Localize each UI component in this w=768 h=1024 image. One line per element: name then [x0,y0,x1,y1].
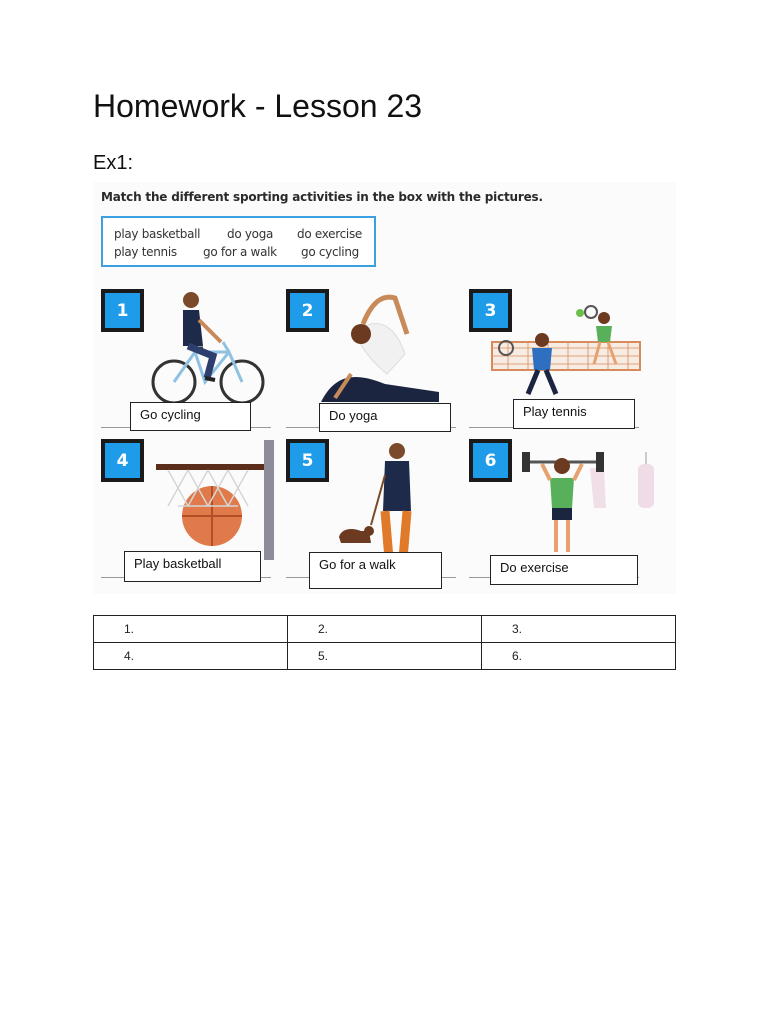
table-cell[interactable]: 4. [93,642,288,670]
answer-box-6[interactable]: Do exercise [490,555,638,585]
table-cell[interactable]: 1. [93,615,288,643]
picture-number-badge: 5 [286,439,329,482]
yoga-illustration [321,294,439,402]
answer-box-4[interactable]: Play basketball [124,551,261,582]
page-title: Homework - Lesson 23 [93,88,423,124]
answer-box-5[interactable]: Go for a walk [309,552,442,589]
word-box-item: go cycling [301,245,359,259]
exercise-illustration [522,452,654,552]
worksheet-image: Match the different sporting activities … [93,182,676,594]
picture-number-badge: 3 [469,289,512,332]
exercise-label: Ex1: [93,152,134,174]
picture-number-badge: 4 [101,439,144,482]
answer-box-2[interactable]: Do yoga [319,403,451,432]
table-row: 1. 2. 3. [93,615,676,643]
table-cell[interactable]: 5. [287,642,482,670]
word-box-item: go for a walk [203,245,277,259]
picture-number-badge: 6 [469,439,512,482]
picture-number-badge: 1 [101,289,144,332]
tennis-illustration [491,305,641,395]
table-row: 4. 5. 6. [93,642,676,670]
walking-illustration [339,443,412,560]
table-cell[interactable]: 6. [481,642,676,670]
word-box-item: do yoga [227,227,274,241]
word-box-item: do exercise [297,227,362,241]
basketball-illustration [156,440,274,560]
answer-box-1[interactable]: Go cycling [130,402,251,431]
table-cell[interactable]: 3. [481,615,676,643]
picture-number-badge: 2 [286,289,329,332]
answer-box-3[interactable]: Play tennis [513,399,635,429]
answer-table: 1. 2. 3. 4. 5. 6. [93,615,676,670]
cycling-illustration [151,292,265,405]
table-cell[interactable]: 2. [287,615,482,643]
word-box-item: play tennis [114,245,177,259]
word-box-item: play basketball [114,227,201,241]
word-box: play basketball do yoga do exercise play… [101,216,376,267]
instruction-text: Match the different sporting activities … [101,190,543,204]
